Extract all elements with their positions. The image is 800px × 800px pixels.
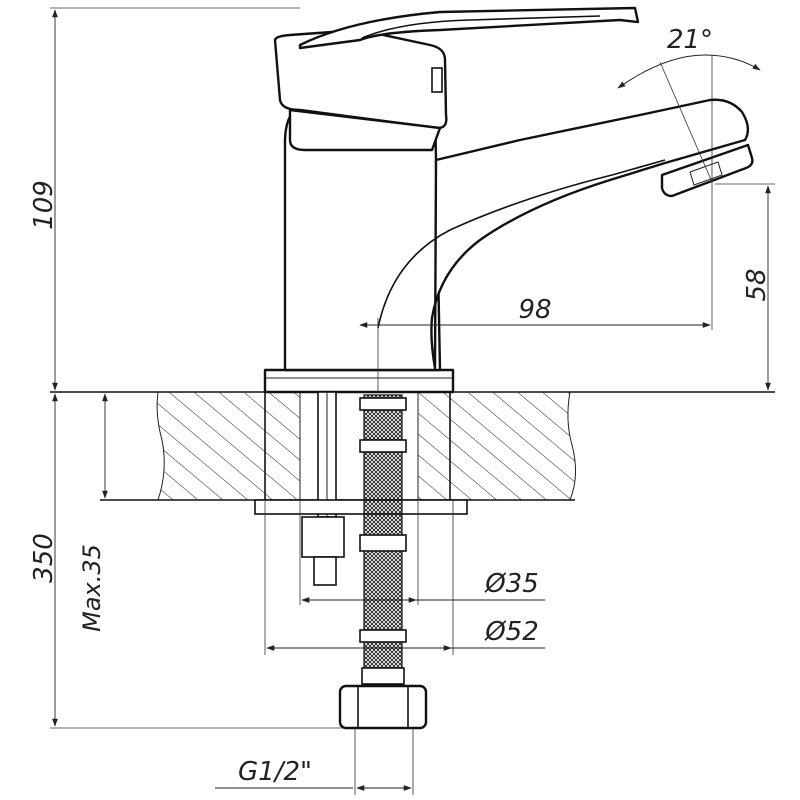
label-109: 109 — [29, 180, 59, 230]
label-dia52: Ø52 — [484, 617, 539, 647]
dim-angle: 21° — [617, 25, 761, 183]
label-dia35: Ø35 — [484, 569, 539, 599]
hex-nut — [338, 684, 428, 730]
dim-thread: G1/2" — [215, 728, 414, 795]
dim-max-thickness: Max.35 — [78, 393, 108, 632]
dim-height-above: 109 — [29, 7, 300, 391]
dim-dia-large: Ø52 — [264, 500, 545, 655]
label-58: 58 — [742, 268, 772, 301]
faucet-body — [273, 6, 754, 372]
label-98: 98 — [518, 295, 551, 325]
dim-spout-reach: 98 — [359, 55, 713, 392]
dim-spout-height: 58 — [715, 183, 775, 391]
countertop-section — [50, 391, 775, 501]
label-thread: G1/2" — [238, 757, 312, 787]
flexible-hose — [359, 394, 407, 686]
dim-depth-total: 350 — [29, 393, 345, 729]
label-350: 350 — [29, 533, 59, 583]
mounting-stud — [301, 391, 345, 586]
mounting-plate — [254, 499, 468, 515]
label-max35: Max.35 — [78, 544, 106, 632]
faucet-base-ring — [263, 368, 455, 394]
label-angle: 21° — [667, 25, 713, 55]
dim-dia-small: Ø35 — [299, 500, 545, 605]
